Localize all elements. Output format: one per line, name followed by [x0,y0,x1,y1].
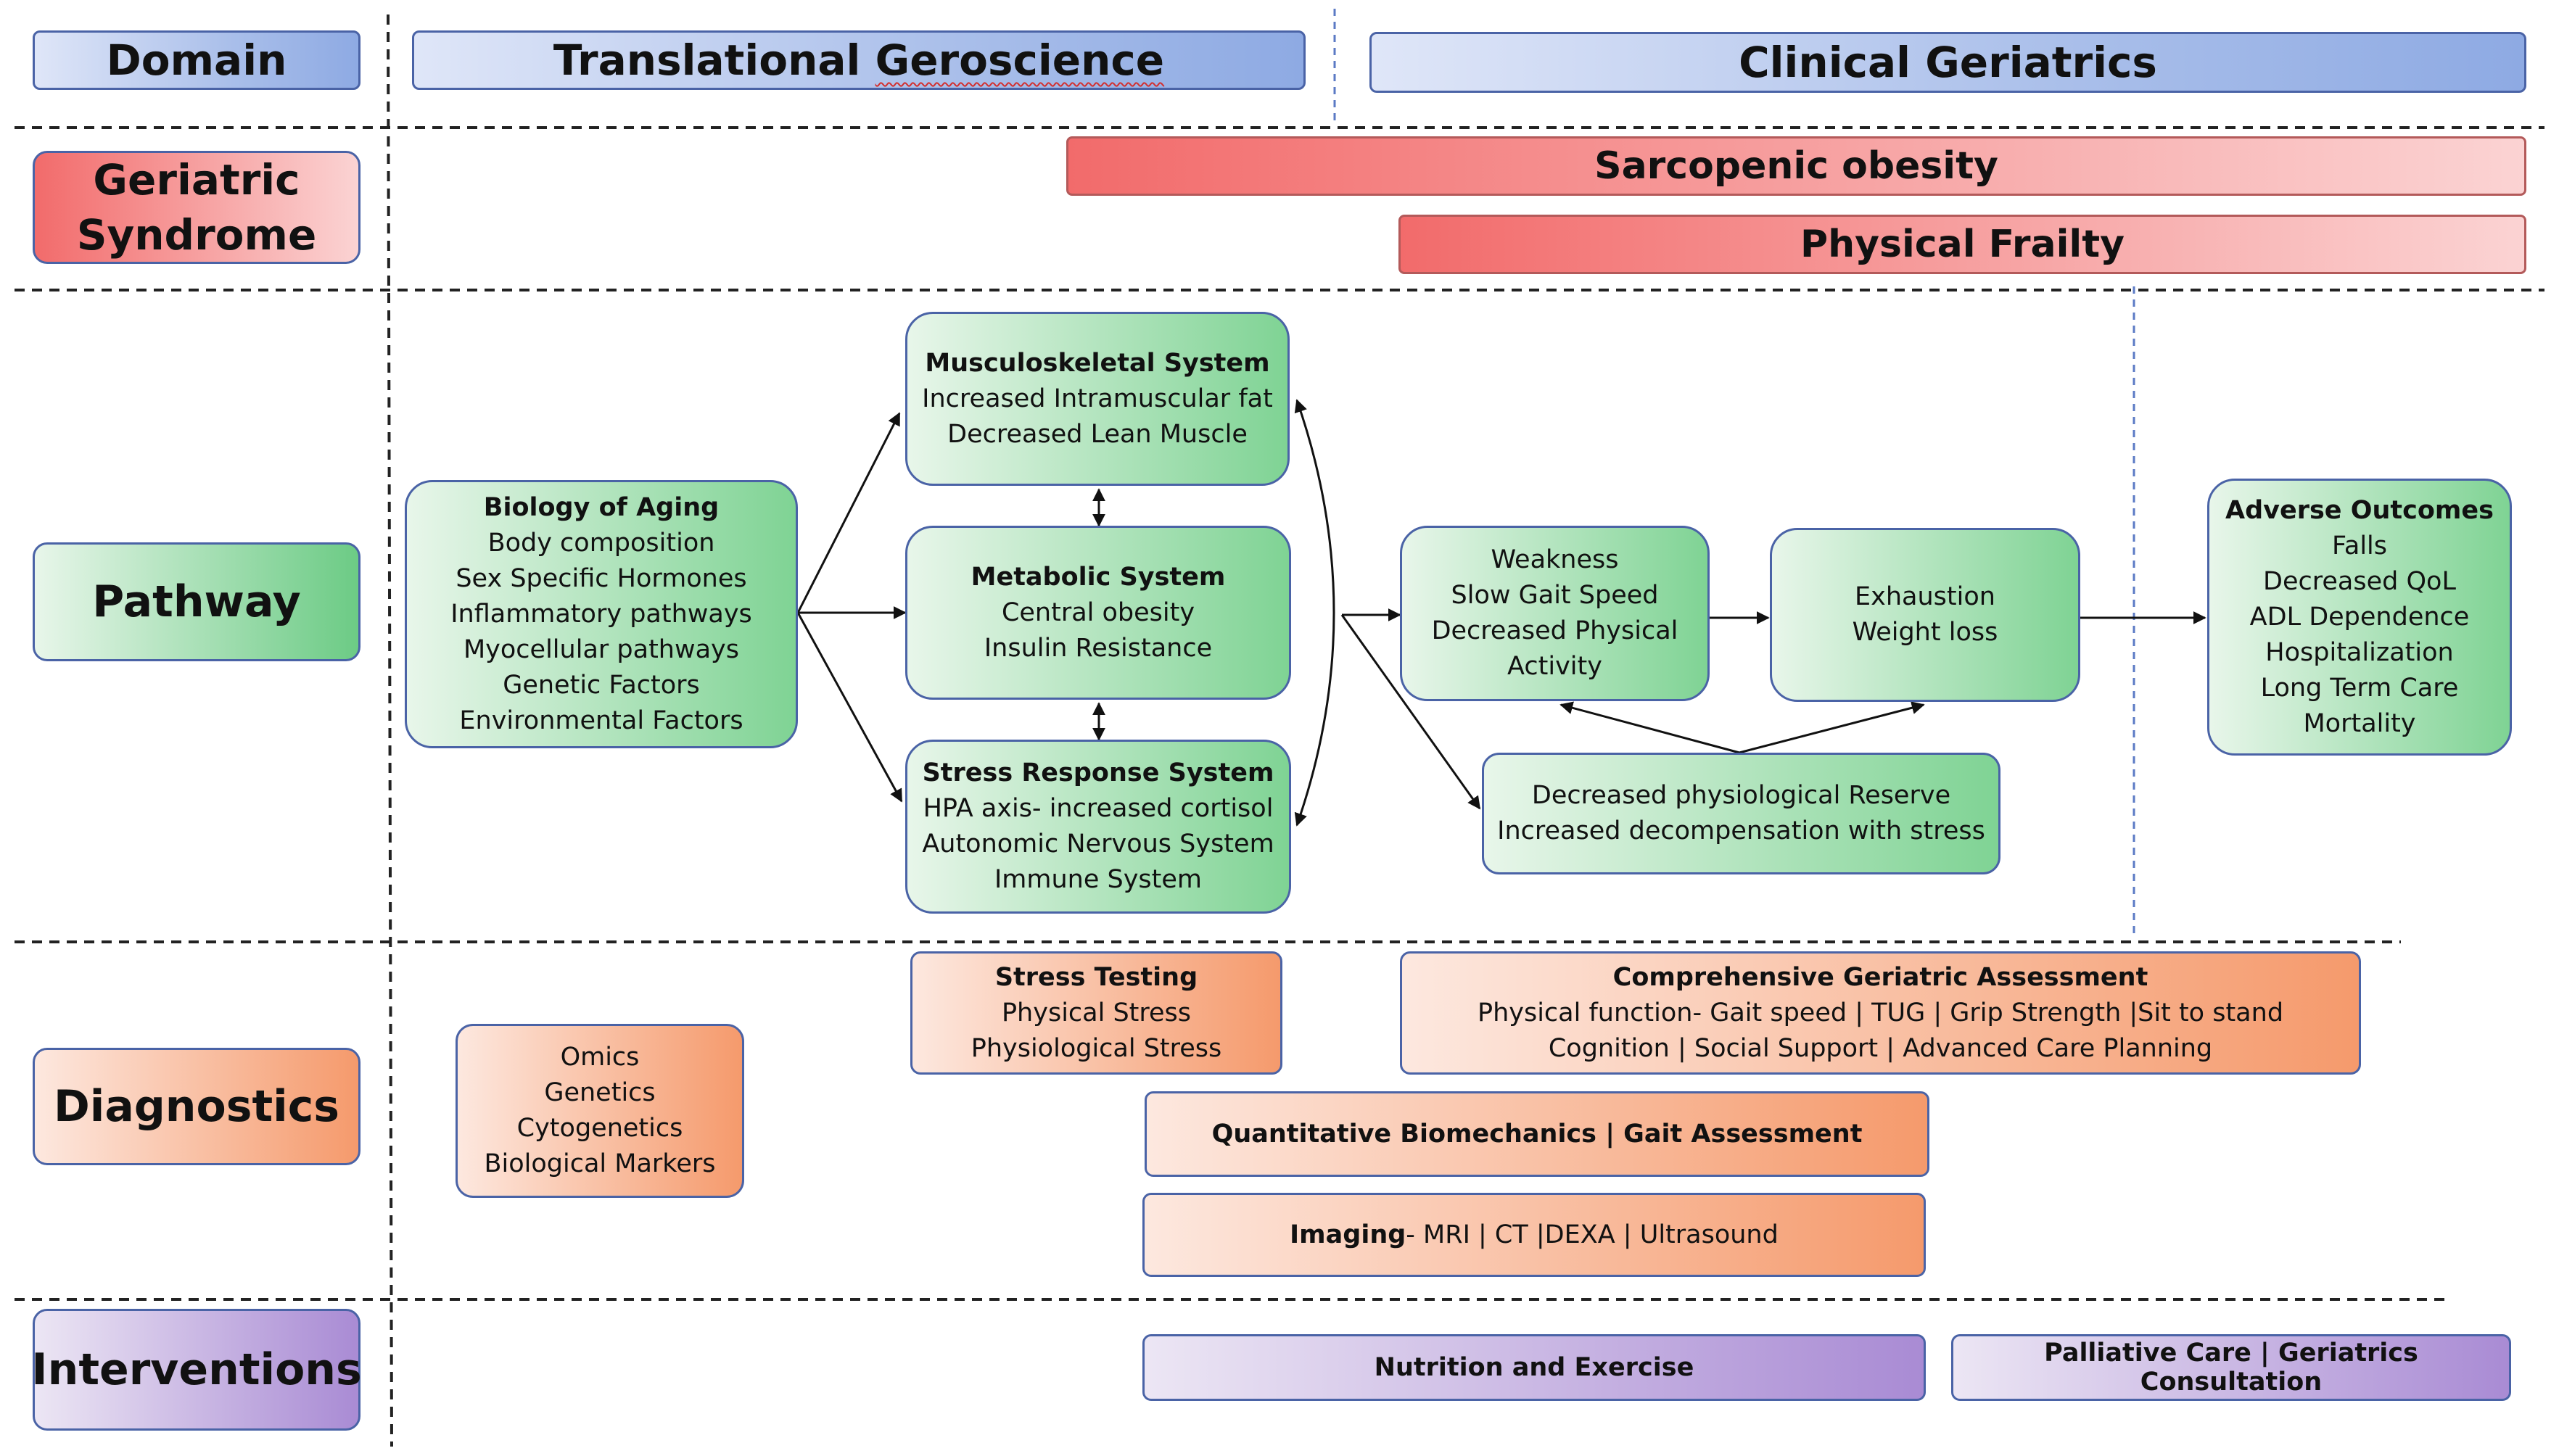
stress-testing-title: Stress Testing [994,962,1198,992]
nutrition-exercise-box: Nutrition and Exercise [1142,1334,1926,1401]
reserve-item: Increased decompensation with stress [1497,816,1985,845]
biology-item: Environmental Factors [459,706,743,735]
interventions-label-text: Interventions [31,1344,362,1395]
adverse-item: Falls [2331,531,2388,561]
exhaustion-item: Weight loss [1852,618,1998,647]
weakness-box: Weakness Slow Gait Speed Decreased Physi… [1400,526,1710,701]
biology-item: Myocellular pathways [463,634,739,664]
musculoskeletal-item: Decreased Lean Muscle [947,419,1248,449]
adverse-item: Long Term Care [2260,673,2459,703]
translational-geroscience-header: Translational Geroscience [412,30,1306,90]
biology-of-aging-box: Biology of Aging Body composition Sex Sp… [405,480,798,748]
separator-label-column [387,14,393,1447]
adverse-item: Decreased QoL [2263,566,2456,596]
physiological-reserve-box: Decreased physiological Reserve Increase… [1482,753,2000,874]
imaging-label: Imaging- MRI | CT |DEXA | Ultrasound [1290,1217,1779,1253]
weakness-item: Activity [1507,652,1602,681]
stress-response-title: Stress Response System [922,758,1274,787]
stress-response-system-box: Stress Response System HPA axis- increas… [905,740,1291,914]
palliative-care-box: Palliative Care | Geriatrics Consultatio… [1951,1334,2511,1401]
stress-response-item: HPA axis- increased cortisol [923,794,1274,823]
biology-item: Genetic Factors [503,670,700,700]
sarcopenic-obesity-bar: Sarcopenic obesity [1066,136,2526,196]
metabolic-item: Central obesity [1001,597,1195,627]
stress-testing-item: Physiological Stress [971,1033,1222,1063]
weakness-item: Weakness [1491,545,1619,574]
geriatric-syndrome-line-2: Syndrome [76,210,317,260]
imaging-box: Imaging- MRI | CT |DEXA | Ultrasound [1142,1193,1926,1277]
stress-testing-box: Stress Testing Physical Stress Physiolog… [910,951,1282,1075]
adverse-item: Hospitalization [2265,637,2454,667]
weakness-item: Decreased Physical [1431,616,1678,645]
stress-response-item: Immune System [994,865,1203,894]
geroscience-word: Geroscience [875,36,1165,85]
metabolic-system-box: Metabolic System Central obesity Insulin… [905,526,1291,700]
biology-item: Body composition [487,528,715,558]
metabolic-item: Insulin Resistance [984,633,1213,663]
adverse-outcomes-title: Adverse Outcomes [2225,495,2494,525]
pathway-label: Pathway [33,542,360,661]
arrow-biology-to-musculoskeletal [796,412,901,613]
arrow-biology-to-stress [796,612,903,803]
geriatric-syndrome-label: Geriatric Syndrome [33,151,360,264]
domain-header-label: Domain [106,36,287,85]
adverse-item: Mortality [2303,708,2416,738]
physical-frailty-bar: Physical Frailty [1398,215,2526,274]
adverse-item: ADL Dependence [2249,602,2470,632]
translational-word: Translational [553,36,875,85]
clinical-geriatrics-label: Clinical Geriatrics [1739,38,2157,87]
biology-item: Sex Specific Hormones [456,563,747,593]
exhaustion-box: Exhaustion Weight loss [1770,528,2080,702]
weakness-item: Slow Gait Speed [1451,581,1659,610]
diagnostics-label-text: Diagnostics [54,1081,339,1132]
stress-response-item: Autonomic Nervous System [922,830,1274,859]
omics-item: Omics [560,1043,640,1072]
musculoskeletal-item: Increased Intramuscular fat [922,384,1273,413]
cga-item: Cognition | Social Support | Advanced Ca… [1548,1033,2213,1063]
biology-of-aging-title: Biology of Aging [483,492,720,522]
reserve-item: Decreased physiological Reserve [1531,781,1951,810]
arrow-musculoskeletal-stress-loop [1294,399,1335,827]
omics-item: Biological Markers [484,1149,716,1178]
biology-item: Inflammatory pathways [450,599,752,629]
imaging-rest: - MRI | CT |DEXA | Ultrasound [1406,1220,1779,1249]
translational-geroscience-label: Translational Geroscience [553,36,1164,85]
arrow-reserve-to-exhaustion [1739,701,1925,754]
diagnostics-label: Diagnostics [33,1048,360,1165]
geriatric-syndrome-line-1: Geriatric [93,155,300,204]
sarcopenic-obesity-label: Sarcopenic obesity [1594,144,1998,188]
omics-item: Genetics [544,1078,656,1107]
metabolic-title: Metabolic System [971,562,1226,592]
interventions-label: Interventions [31,1309,362,1431]
arrow-reserve-to-weakness [1559,701,1740,754]
exhaustion-item: Exhaustion [1855,582,1995,611]
biomechanics-label: Quantitative Biomechanics | Gait Assessm… [1211,1119,1863,1149]
nutrition-exercise-label: Nutrition and Exercise [1374,1353,1694,1382]
domain-header: Domain [33,30,360,90]
clinical-geriatrics-header: Clinical Geriatrics [1369,32,2526,93]
musculoskeletal-title: Musculoskeletal System [925,348,1270,378]
stress-testing-item: Physical Stress [1001,998,1192,1027]
quantitative-biomechanics-box: Quantitative Biomechanics | Gait Assessm… [1145,1091,1929,1177]
physical-frailty-label: Physical Frailty [1800,223,2125,266]
cga-title: Comprehensive Geriatric Assessment [1612,962,2148,992]
pathway-arrows [796,399,2206,827]
omics-item: Cytogenetics [516,1114,683,1143]
pathway-label-text: Pathway [92,576,301,627]
arrow-systems-to-reserve [1340,614,1481,810]
cga-item: Physical function- Gait speed | TUG | Gr… [1477,998,2284,1027]
omics-box: Omics Genetics Cytogenetics Biological M… [456,1024,744,1198]
musculoskeletal-system-box: Musculoskeletal System Increased Intramu… [905,312,1290,486]
imaging-bold: Imaging [1290,1220,1406,1249]
clinical-separators [1333,9,2135,939]
comprehensive-geriatric-assessment-box: Comprehensive Geriatric Assessment Physi… [1400,951,2361,1075]
row-separators [15,14,2544,1447]
palliative-care-label: Palliative Care | Geriatrics Consultatio… [2044,1339,2418,1397]
adverse-outcomes-box: Adverse Outcomes Falls Decreased QoL ADL… [2207,479,2512,756]
